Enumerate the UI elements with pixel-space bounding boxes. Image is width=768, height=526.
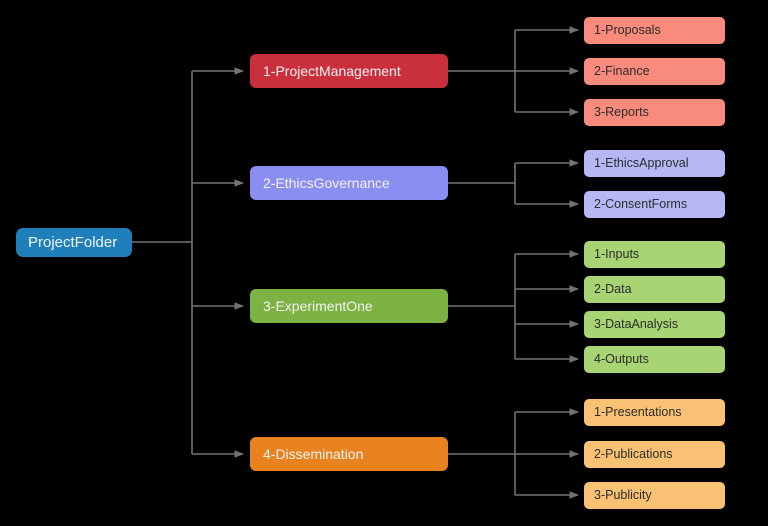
node-ethics-governance[interactable]: 2-EthicsGovernance bbox=[250, 166, 448, 200]
node-data-analysis[interactable]: 3-DataAnalysis bbox=[584, 311, 725, 338]
node-label-inputs: 1-Inputs bbox=[594, 247, 640, 262]
node-experiment-one[interactable]: 3-ExperimentOne bbox=[250, 289, 448, 323]
node-label-publications: 2-Publications bbox=[594, 447, 673, 462]
node-ethics-approval[interactable]: 1-EthicsApproval bbox=[584, 150, 725, 177]
node-label-ethics-approval: 1-EthicsApproval bbox=[594, 156, 689, 171]
edge-group-experiment-one bbox=[448, 250, 579, 363]
node-label-presentations: 1-Presentations bbox=[594, 405, 682, 420]
node-label-dissemination: 4-Dissemination bbox=[263, 446, 364, 462]
node-label-consent-forms: 2-ConsentForms bbox=[594, 197, 688, 212]
node-label-experiment-one: 3-ExperimentOne bbox=[263, 298, 373, 314]
node-label-project-management: 1-ProjectManagement bbox=[263, 63, 401, 79]
node-label-finance: 2-Finance bbox=[594, 64, 650, 79]
node-label-data: 2-Data bbox=[594, 282, 632, 297]
node-project-management[interactable]: 1-ProjectManagement bbox=[250, 54, 448, 88]
node-dissemination[interactable]: 4-Dissemination bbox=[250, 437, 448, 471]
node-presentations[interactable]: 1-Presentations bbox=[584, 399, 725, 426]
node-finance[interactable]: 2-Finance bbox=[584, 58, 725, 85]
node-publications[interactable]: 2-Publications bbox=[584, 441, 725, 468]
node-label-data-analysis: 3-DataAnalysis bbox=[594, 317, 679, 332]
edge-group-ethics-governance bbox=[448, 159, 579, 208]
node-label-project-folder: ProjectFolder bbox=[28, 234, 118, 251]
node-data[interactable]: 2-Data bbox=[584, 276, 725, 303]
node-reports[interactable]: 3-Reports bbox=[584, 99, 725, 126]
node-label-reports: 3-Reports bbox=[594, 105, 649, 120]
node-outputs[interactable]: 4-Outputs bbox=[584, 346, 725, 373]
node-project-folder[interactable]: ProjectFolder bbox=[16, 228, 132, 257]
node-inputs[interactable]: 1-Inputs bbox=[584, 241, 725, 268]
node-publicity[interactable]: 3-Publicity bbox=[584, 482, 725, 509]
edge-group-root bbox=[132, 67, 244, 458]
node-label-publicity: 3-Publicity bbox=[594, 488, 652, 503]
node-label-proposals: 1-Proposals bbox=[594, 23, 661, 38]
edge-group-dissemination bbox=[448, 408, 579, 499]
node-consent-forms[interactable]: 2-ConsentForms bbox=[584, 191, 725, 218]
node-label-outputs: 4-Outputs bbox=[594, 352, 649, 367]
edge-group-project-management bbox=[448, 26, 579, 116]
node-label-ethics-governance: 2-EthicsGovernance bbox=[263, 175, 390, 191]
node-proposals[interactable]: 1-Proposals bbox=[584, 17, 725, 44]
